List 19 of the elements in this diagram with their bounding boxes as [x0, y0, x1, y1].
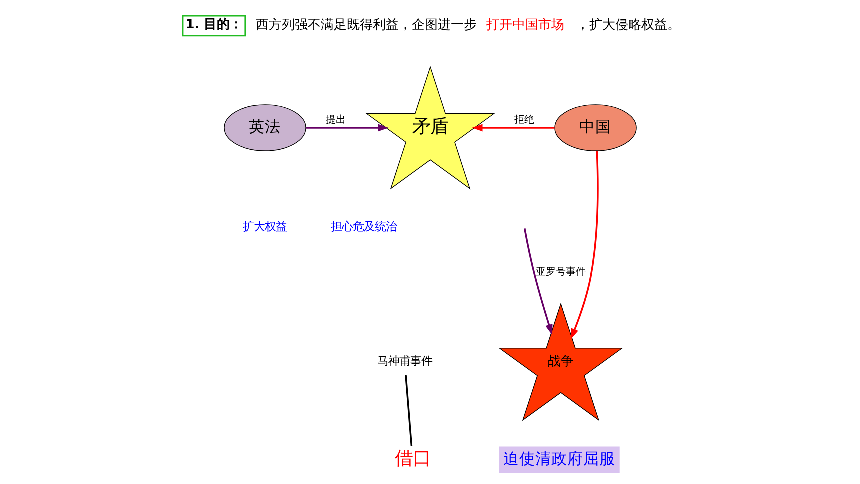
arrow [570, 151, 598, 340]
node-text: 马神甫事件 [376, 354, 432, 368]
node-box: 迫使清政府屈服 [498, 446, 620, 473]
edge-label: 亚罗号事件 [535, 266, 586, 278]
arrow [472, 124, 554, 132]
edge-label: 提出 [326, 115, 346, 126]
node-label: ，扩大侵略权益。 [576, 18, 680, 34]
arrow [306, 124, 388, 132]
node-label: 西方列强不满足既得利益，企图进一步 [256, 18, 477, 34]
node-box: 1. 目的： [182, 15, 246, 37]
node-ellipse: 英法 [224, 104, 306, 152]
connector [404, 374, 412, 446]
edge-label: 拒绝 [514, 115, 534, 126]
arrow [523, 228, 552, 336]
label: 扩大权益 [242, 220, 287, 234]
label: 担心危及统治 [330, 220, 396, 234]
node-label: 打开中国市场 [486, 18, 564, 34]
node-ellipse: 中国 [554, 104, 636, 152]
node-text: 借口 [394, 448, 430, 470]
